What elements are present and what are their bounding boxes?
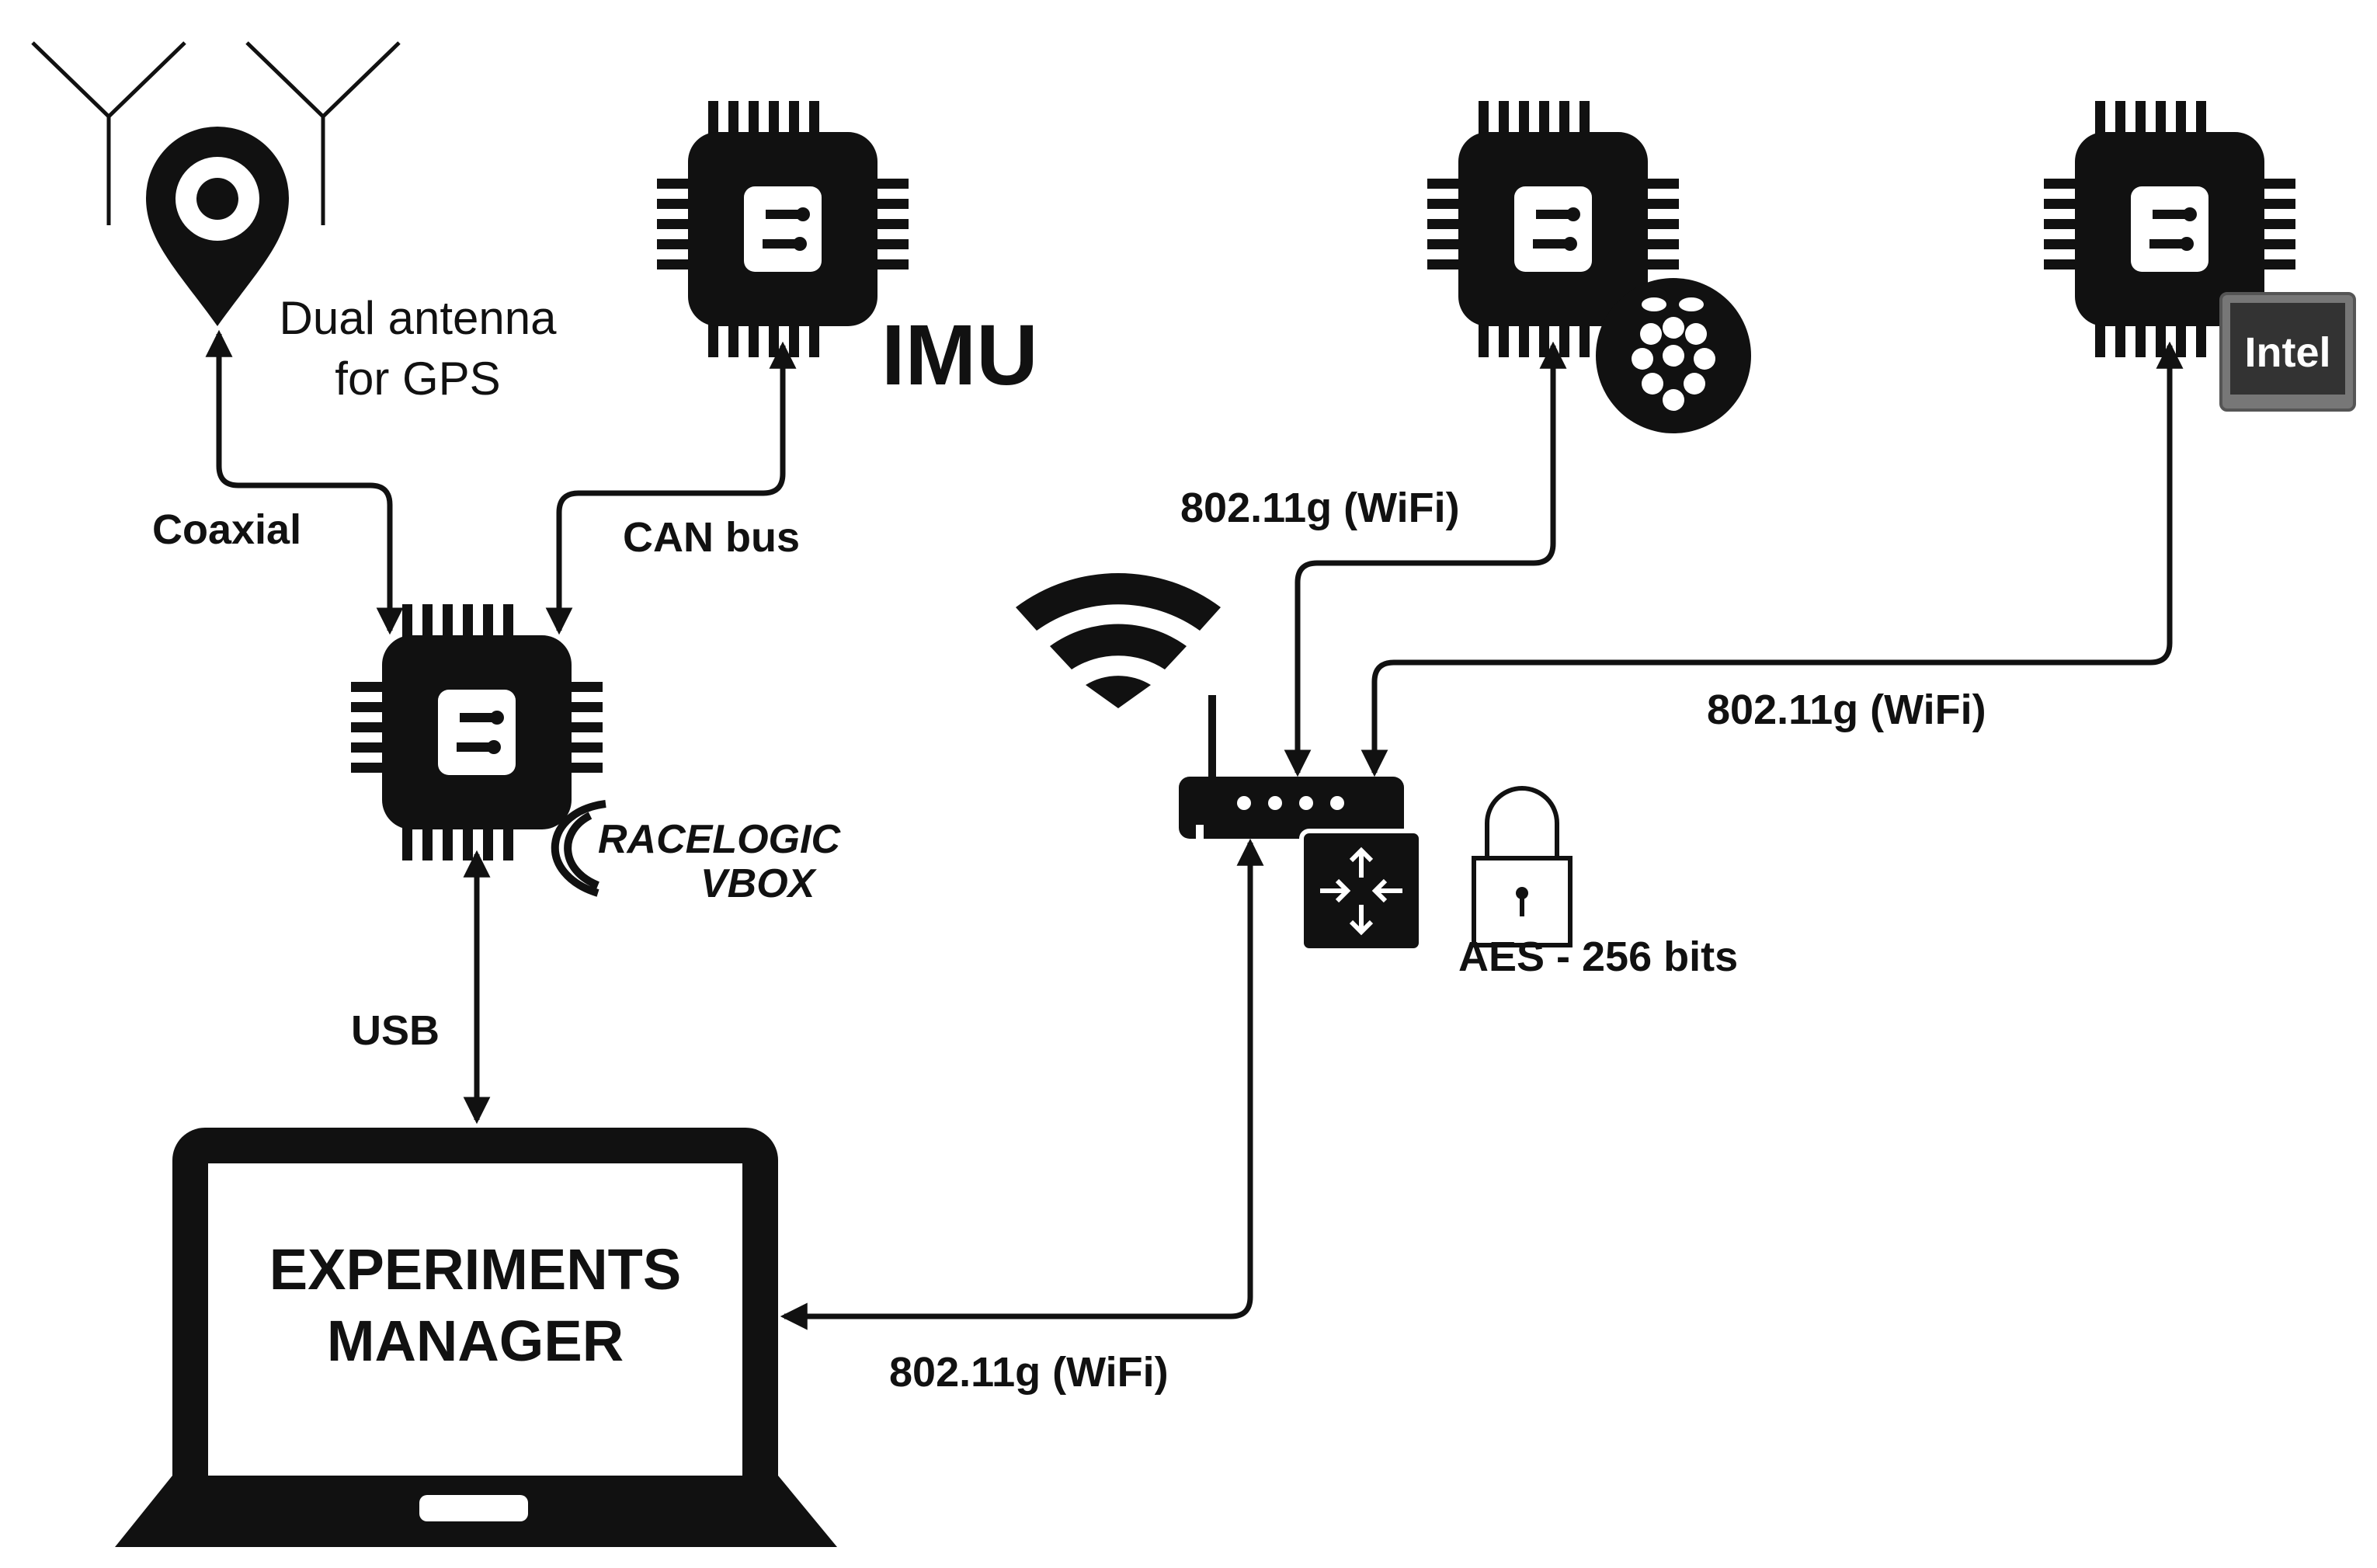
gps-label-line1: Dual antenna	[280, 292, 558, 344]
gps-label-line2: for GPS	[335, 353, 500, 405]
wifi-raspberry-link	[1284, 341, 1567, 777]
raspberry-chip	[1427, 101, 1751, 433]
manager-label-line2: MANAGER	[327, 1309, 624, 1373]
aes-label: AES - 256 bits	[1458, 933, 1738, 980]
manager-label-line1: EXPERIMENTS	[269, 1237, 681, 1302]
experiments-manager-laptop: EXPERIMENTS MANAGER	[115, 1128, 837, 1547]
coaxial-label: Coaxial	[152, 506, 301, 553]
vbox-logo-line1: RACELOGIC	[598, 817, 841, 862]
gps-antenna: Dual antenna for GPS	[31, 41, 558, 405]
wifi-manager-label: 802.11g (WiFi)	[889, 1349, 1169, 1396]
can-bus-label: CAN bus	[623, 514, 800, 561]
raspberry-pi-icon	[1596, 278, 1751, 433]
wifi-intel-label: 802.11g (WiFi)	[1707, 687, 1986, 733]
chip-icon	[657, 101, 909, 357]
antenna-icon	[245, 41, 401, 225]
wifi-raspberry-label: 802.11g (WiFi)	[1180, 485, 1460, 531]
racelogic-vbox-logo: RACELOGIC VBOX	[551, 800, 841, 906]
imu-label: IMU	[881, 308, 1038, 403]
map-pin-icon	[146, 127, 289, 326]
network-switch-icon	[1299, 829, 1423, 953]
intel-logo: Intel	[2219, 292, 2356, 412]
vbox-chip: RACELOGIC VBOX	[351, 604, 841, 906]
wifi-intel-link	[1361, 341, 2184, 777]
imu-chip: IMU	[657, 101, 1038, 403]
router	[1179, 695, 1423, 953]
wifi-icon	[1016, 573, 1221, 708]
wifi-manager-link	[780, 838, 1264, 1330]
usb-label: USB	[351, 1007, 440, 1054]
antenna-icon	[31, 41, 186, 225]
intel-label: Intel	[2244, 329, 2330, 376]
intel-chip: Intel	[2044, 101, 2356, 412]
router-icon	[1179, 695, 1404, 842]
lock-icon	[1472, 786, 1573, 947]
can-bus-link	[545, 341, 797, 635]
security: AES - 256 bits	[1458, 786, 1738, 980]
coaxial-link	[205, 329, 404, 635]
laptop-icon	[115, 1128, 837, 1547]
vbox-logo-line2: VBOX	[700, 861, 818, 906]
